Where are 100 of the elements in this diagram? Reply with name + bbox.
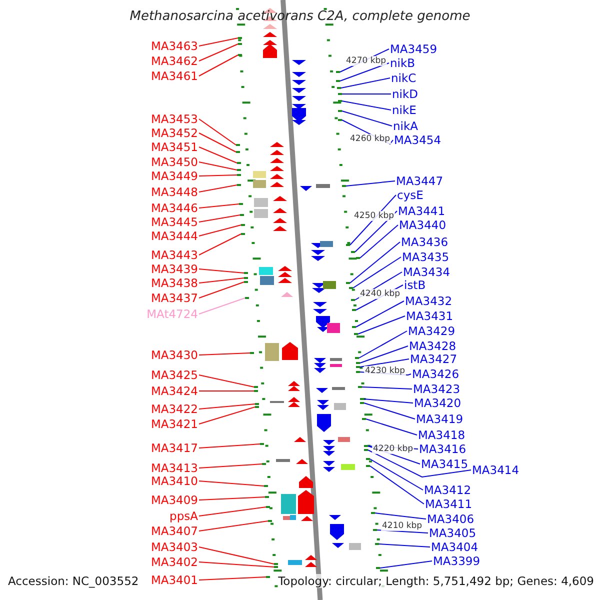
gene-label: MA3410 bbox=[150, 474, 198, 488]
gene-tick bbox=[349, 287, 353, 289]
leader-line bbox=[360, 224, 398, 258]
gene-tick bbox=[366, 465, 370, 467]
gene-label: MA3446 bbox=[150, 201, 198, 215]
leader-line bbox=[358, 330, 408, 358]
leader-line bbox=[198, 54, 238, 76]
leader-line bbox=[198, 282, 244, 298]
gene-tick bbox=[338, 119, 342, 121]
gene-tick bbox=[342, 185, 346, 187]
position-label: 4250 kbp bbox=[353, 211, 396, 221]
gene-tick bbox=[255, 403, 259, 405]
gene-label: MA3436 bbox=[401, 235, 448, 249]
gene-label: cysE bbox=[397, 188, 424, 202]
gene-label: MA3463 bbox=[150, 39, 198, 53]
leader-line bbox=[342, 100, 392, 110]
leader-line bbox=[380, 560, 432, 568]
gene-label: MA3431 bbox=[406, 309, 454, 323]
leader-line bbox=[198, 406, 256, 424]
gene-label: MA3437 bbox=[150, 291, 198, 305]
gene-tick bbox=[360, 398, 364, 400]
leader-line bbox=[198, 214, 240, 222]
gene-label: MA3450 bbox=[150, 155, 198, 169]
gene-label: MA3451 bbox=[150, 140, 198, 154]
leader-line bbox=[374, 512, 426, 520]
gene-tick bbox=[346, 244, 350, 246]
gene-label: MA3444 bbox=[150, 229, 198, 243]
gene-label: MA3414 bbox=[472, 463, 520, 477]
gene-tick bbox=[356, 362, 360, 364]
leader-line bbox=[352, 256, 402, 288]
gene-tick bbox=[356, 257, 360, 259]
gene-label: MA3461 bbox=[150, 69, 198, 83]
gene-tick bbox=[366, 458, 370, 460]
leader-line bbox=[198, 174, 238, 176]
leader-line bbox=[364, 398, 414, 404]
leader-line bbox=[198, 118, 236, 146]
gene-tick bbox=[255, 406, 259, 408]
gene-tick bbox=[237, 169, 241, 171]
gene-label: MA3439 bbox=[150, 262, 198, 276]
gene-tick bbox=[373, 529, 377, 531]
leader-line bbox=[198, 146, 238, 164]
leader-line bbox=[366, 418, 418, 436]
gene-tick bbox=[241, 224, 245, 226]
gene-label: MA3424 bbox=[150, 384, 198, 398]
gene-tick bbox=[360, 402, 364, 404]
gene-tick bbox=[352, 326, 356, 328]
gene-tick bbox=[238, 43, 242, 45]
gene-label: MA3462 bbox=[150, 54, 198, 68]
leader-line bbox=[198, 298, 246, 314]
leader-line bbox=[342, 110, 392, 126]
gene-tick bbox=[337, 87, 341, 89]
gene-tick bbox=[254, 390, 258, 392]
gene-tick bbox=[238, 54, 242, 56]
gene-tick bbox=[237, 162, 241, 164]
gene-label: MA3423 bbox=[413, 382, 460, 396]
position-label: 4210 kbp bbox=[381, 521, 424, 531]
gene-tick bbox=[351, 251, 355, 253]
leader-line bbox=[340, 62, 390, 82]
gene-tick bbox=[346, 282, 350, 284]
gene-label: MA3415 bbox=[421, 457, 468, 471]
position-label: 4260 kbp bbox=[349, 134, 392, 144]
leader-line bbox=[370, 466, 424, 504]
gene-tick bbox=[364, 445, 368, 447]
gene-label: nikC bbox=[391, 71, 416, 85]
gene-tick bbox=[241, 233, 245, 235]
gene-label: MA3416 bbox=[419, 442, 466, 456]
gene-tick bbox=[351, 299, 355, 301]
gene-label: MA3440 bbox=[399, 218, 446, 232]
gene-label: MA3454 bbox=[394, 133, 442, 147]
leader-line bbox=[198, 38, 238, 46]
leader-line bbox=[198, 520, 268, 532]
gene-label: nikD bbox=[392, 87, 418, 101]
gene-tick bbox=[376, 567, 380, 569]
gene-label: MA3430 bbox=[150, 348, 198, 362]
leader-line bbox=[358, 316, 406, 334]
leader-line bbox=[198, 162, 238, 170]
gene-label: MA3441 bbox=[398, 204, 446, 218]
gene-label: MAt4724 bbox=[146, 307, 198, 321]
gene-tick bbox=[356, 371, 360, 373]
gene-label: MA3432 bbox=[405, 294, 452, 308]
leader-line bbox=[198, 506, 266, 516]
leader-line bbox=[360, 358, 410, 368]
position-label: 4270 kbp bbox=[345, 56, 388, 66]
leader-line bbox=[350, 242, 400, 284]
gene-label: MA3449 bbox=[150, 169, 198, 183]
gene-tick bbox=[274, 563, 278, 565]
gene-label: MA3413 bbox=[150, 461, 198, 475]
gene-label: MA3428 bbox=[409, 339, 456, 353]
leader-line bbox=[198, 496, 266, 500]
gene-label: MA3445 bbox=[150, 215, 198, 229]
position-label: 4220 kbp bbox=[372, 444, 414, 454]
gene-tick bbox=[364, 449, 368, 451]
leader-line bbox=[198, 480, 264, 486]
gene-label: MA3427 bbox=[410, 352, 458, 366]
gene-label: nikB bbox=[390, 56, 416, 70]
gene-label: istB bbox=[404, 278, 426, 292]
leader-line bbox=[346, 180, 396, 186]
leader-line bbox=[198, 184, 238, 192]
gene-label: MA3459 bbox=[390, 42, 438, 56]
leader-line bbox=[356, 300, 404, 328]
